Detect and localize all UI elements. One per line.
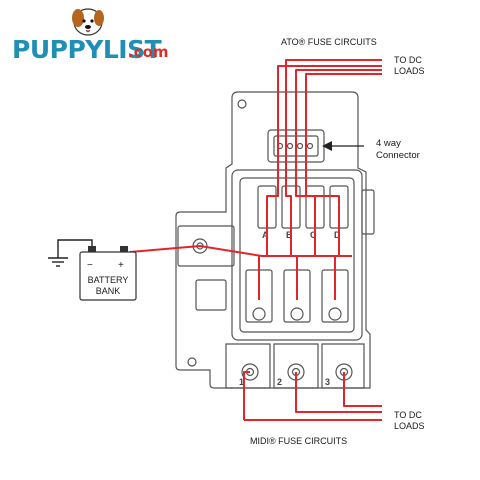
battery-positive-wire [129, 245, 352, 257]
battery-input-stud-plate [177, 225, 235, 267]
ato-fuse-label-c: C [310, 230, 317, 240]
ato-fuse-circuits-label: ATO® FUSE CIRCUITS [281, 37, 377, 47]
mounting-plate [175, 91, 371, 389]
battery-plus-sign: + [118, 260, 124, 271]
ato-wire-d [305, 73, 382, 228]
fuse-block [175, 91, 375, 389]
mounting-hole-top [237, 99, 247, 109]
dog-mascot-icon [72, 8, 104, 36]
ato-fuse-label-d: D [334, 230, 341, 240]
battery-ground-wire [57, 239, 93, 258]
ato-wire-c [295, 69, 382, 228]
mounting-hole-bottom [187, 357, 197, 367]
battery-negative-terminal [88, 246, 96, 252]
midi-fuse-label-3: 3 [325, 377, 330, 387]
midi-wire-1 [243, 371, 250, 420]
ato-wire-a [266, 65, 382, 228]
midi-fuse-circuits-label: MIDI® FUSE CIRCUITS [250, 436, 347, 446]
midi-output-stud-1 [241, 363, 259, 381]
midi-output-block-2 [273, 343, 319, 389]
logo: PUPPYLIST .com [12, 8, 169, 64]
connector-pointer-arrow [322, 141, 364, 151]
midi-fuse-label-2: 2 [277, 377, 282, 387]
battery-label-line1: BATTERY [88, 275, 129, 285]
ground-symbol-icon [48, 257, 68, 267]
midi-output-block-3 [321, 343, 365, 389]
battery-label-line2: BANK [96, 286, 121, 296]
midi-wire-2 [295, 372, 382, 413]
battery-minus-sign: − [87, 260, 93, 271]
ato-wire-b [285, 59, 382, 228]
bottom-to-dc-label-line1: TO DC [394, 410, 422, 420]
connector-label-line1: 4 way [376, 138, 401, 149]
top-to-dc-label-line1: TO DC [394, 55, 422, 65]
side-latch [361, 189, 375, 235]
top-to-dc-label-line2: LOADS [394, 66, 425, 76]
bottom-to-dc-label-line2: LOADS [394, 421, 425, 431]
ground-block [195, 279, 227, 311]
midi-fuse-label-1: 1 [239, 377, 244, 387]
battery-bank: − + BATTERY BANK [48, 239, 137, 301]
ato-fuse-label-a: A [262, 230, 269, 240]
battery-body [79, 251, 137, 301]
fuse-identifiers: A B C D 1 2 3 [239, 230, 341, 387]
battery-positive-terminal [120, 246, 128, 252]
logo-brand: PUPPYLIST [12, 35, 162, 64]
wiring [129, 59, 382, 421]
midi-wire-3 [343, 372, 382, 407]
midi-output-block-1 [225, 343, 271, 389]
connector-label-line2: Connector [376, 150, 420, 161]
ato-fuse-label-b: B [286, 230, 293, 240]
logo-suffix: .com [128, 43, 169, 61]
